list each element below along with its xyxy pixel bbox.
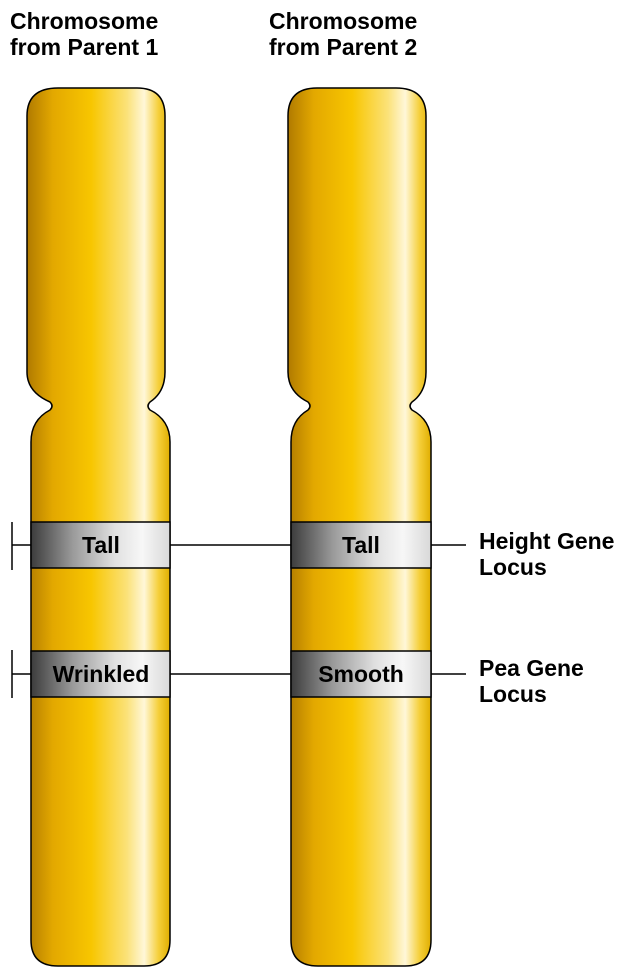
pea-locus-label-line1: Pea Gene: [479, 655, 584, 681]
chromosome-parent2: Tall Smooth: [287, 87, 432, 967]
parent1-height-band: [30, 521, 171, 569]
parent1-title-line2: from Parent 1: [10, 34, 159, 60]
height-locus-label-line1: Height Gene: [479, 528, 615, 554]
parent2-title-line1: Chromosome: [269, 8, 418, 34]
parent1-title: Chromosome from Parent 1: [10, 8, 158, 60]
pea-left-marker: [11, 650, 31, 698]
parent2-height-band: [290, 521, 432, 569]
parent1-title-line1: Chromosome: [10, 8, 159, 34]
parent1-pea-allele: Wrinkled: [53, 661, 150, 687]
pea-locus-label: Pea Gene Locus: [479, 655, 584, 707]
parent1-pea-band: [30, 650, 171, 698]
parent1-height-allele: Tall: [82, 532, 120, 558]
pea-locus-label-line2: Locus: [479, 681, 547, 707]
parent2-title-line2: from Parent 2: [269, 34, 418, 60]
parent2-pea-band: [290, 650, 432, 698]
parent2-height-allele: Tall: [342, 532, 380, 558]
height-left-marker: [11, 522, 31, 570]
height-locus-label: Height Gene Locus: [479, 528, 614, 580]
height-locus-label-line2: Locus: [479, 554, 547, 580]
parent2-pea-allele: Smooth: [318, 661, 404, 687]
chromosome-parent1: Tall Wrinkled: [26, 87, 171, 967]
parent2-title: Chromosome from Parent 2: [269, 8, 417, 60]
